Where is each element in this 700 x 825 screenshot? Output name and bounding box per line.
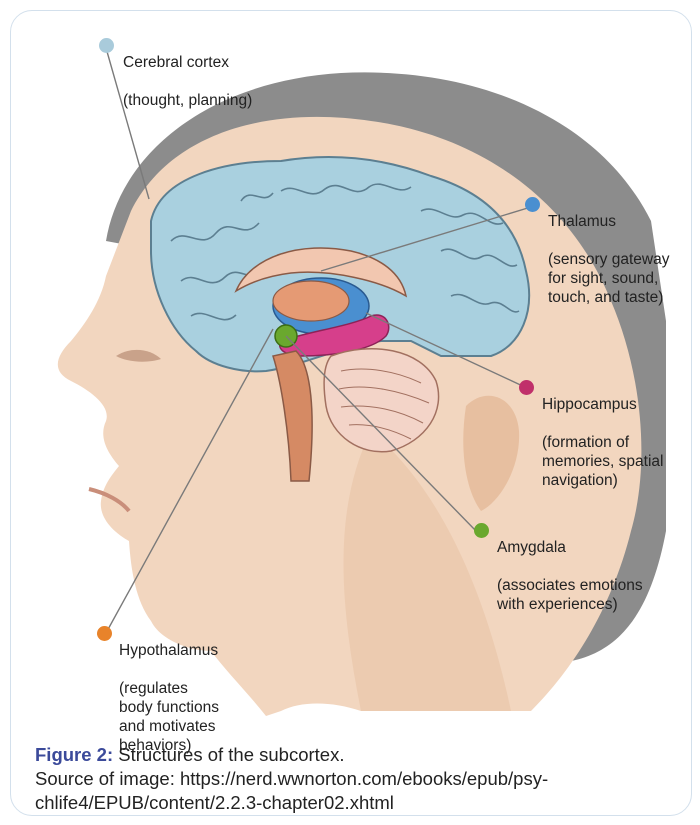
hippocampus-dot <box>519 380 534 395</box>
amygdala-name: Amygdala <box>497 538 677 557</box>
cerebral-cortex-name: Cerebral cortex <box>123 53 323 72</box>
hippocampus-desc: (formation of memories, spatial navigati… <box>542 433 687 490</box>
figure-number: Figure 2: <box>35 744 113 765</box>
thalamus-label: Thalamus (sensory gateway for sight, sou… <box>548 193 692 326</box>
amygdala-dot <box>474 523 489 538</box>
cerebral-cortex-desc: (thought, planning) <box>123 91 323 110</box>
amygdala-desc: (associates emotions with experiences) <box>497 576 677 614</box>
hippocampus-label: Hippocampus (formation of memories, spat… <box>542 376 687 509</box>
hypothalamus-name: Hypothalamus <box>119 641 279 660</box>
figure-caption: Figure 2: Structures of the subcortex. S… <box>35 743 685 815</box>
figure-title: Structures of the subcortex. <box>113 744 344 765</box>
amygdala-label: Amygdala (associates emotions with exper… <box>497 519 677 633</box>
thalamus-inner <box>273 281 349 321</box>
thalamus-name: Thalamus <box>548 212 692 231</box>
thalamus-desc: (sensory gateway for sight, sound, touch… <box>548 250 692 307</box>
figure-card: Cerebral cortex (thought, planning) Thal… <box>10 10 692 816</box>
thalamus-dot <box>525 197 540 212</box>
hippocampus-name: Hippocampus <box>542 395 687 414</box>
image-source: Source of image: https://nerd.wwnorton.c… <box>35 768 548 813</box>
hypothalamus-dot <box>97 626 112 641</box>
cerebral-cortex-dot <box>99 38 114 53</box>
cerebral-cortex-label: Cerebral cortex (thought, planning) <box>123 34 323 129</box>
